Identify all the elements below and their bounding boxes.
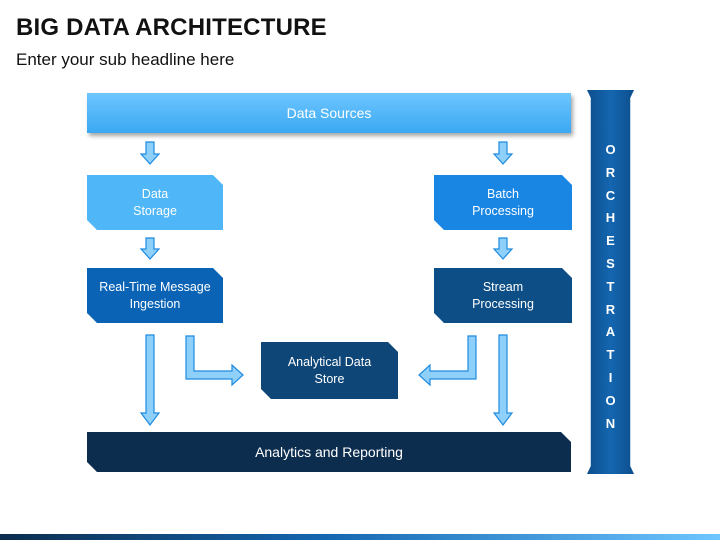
arrow-sources-to-storage (139, 141, 161, 165)
arrow-sources-to-batch (492, 141, 514, 165)
orchestration-letter: O (605, 142, 616, 157)
data-storage-label: Data Storage (133, 186, 177, 218)
arrow-ingestion-to-analytics (139, 334, 161, 426)
orchestration-letter: N (605, 415, 616, 431)
data-sources-label: Data Sources (286, 104, 372, 121)
orchestration-letter: S (606, 255, 615, 271)
analytics-reporting-box: Analytics and Reporting (87, 432, 571, 472)
orchestration-label: O R C H E S T R A T I O N (587, 139, 634, 435)
data-storage-box: Data Storage (87, 175, 223, 230)
realtime-ingestion-label: Real-Time Message Ingestion (99, 279, 211, 311)
data-sources-box: Data Sources (87, 93, 571, 133)
orchestration-letter: T (606, 347, 615, 363)
orchestration-letter: R (605, 164, 616, 180)
page-subtitle: Enter your sub headline here (16, 50, 235, 69)
analytics-reporting-label: Analytics and Reporting (255, 443, 403, 460)
stream-processing-box: Stream Processing (434, 268, 572, 323)
batch-processing-label: Batch Processing (472, 186, 534, 218)
analytical-store-box: Analytical Data Store (261, 342, 398, 399)
orchestration-letter: O (605, 392, 616, 408)
orchestration-letter: C (605, 187, 616, 203)
arrow-stream-to-analytics (492, 334, 514, 426)
orchestration-letter: T (606, 278, 615, 294)
realtime-ingestion-box: Real-Time Message Ingestion (87, 268, 223, 323)
orchestration-letter: H (605, 210, 616, 226)
arrow-storage-to-ingestion (139, 237, 161, 260)
footer-stripe (0, 534, 720, 540)
orchestration-letter: A (605, 324, 616, 340)
arrow-ingestion-to-store (185, 335, 244, 387)
orchestration-letter: I (608, 369, 613, 385)
orchestration-bar (587, 90, 634, 474)
arrow-batch-to-stream (492, 237, 514, 260)
orchestration-letter: E (606, 233, 615, 249)
batch-processing-box: Batch Processing (434, 175, 572, 230)
stream-processing-label: Stream Processing (472, 279, 534, 311)
page-title: BIG DATA ARCHITECTURE (16, 14, 327, 41)
arrow-stream-to-store (418, 335, 477, 387)
orchestration-letter: R (605, 301, 616, 317)
analytical-store-label: Analytical Data Store (287, 354, 372, 386)
